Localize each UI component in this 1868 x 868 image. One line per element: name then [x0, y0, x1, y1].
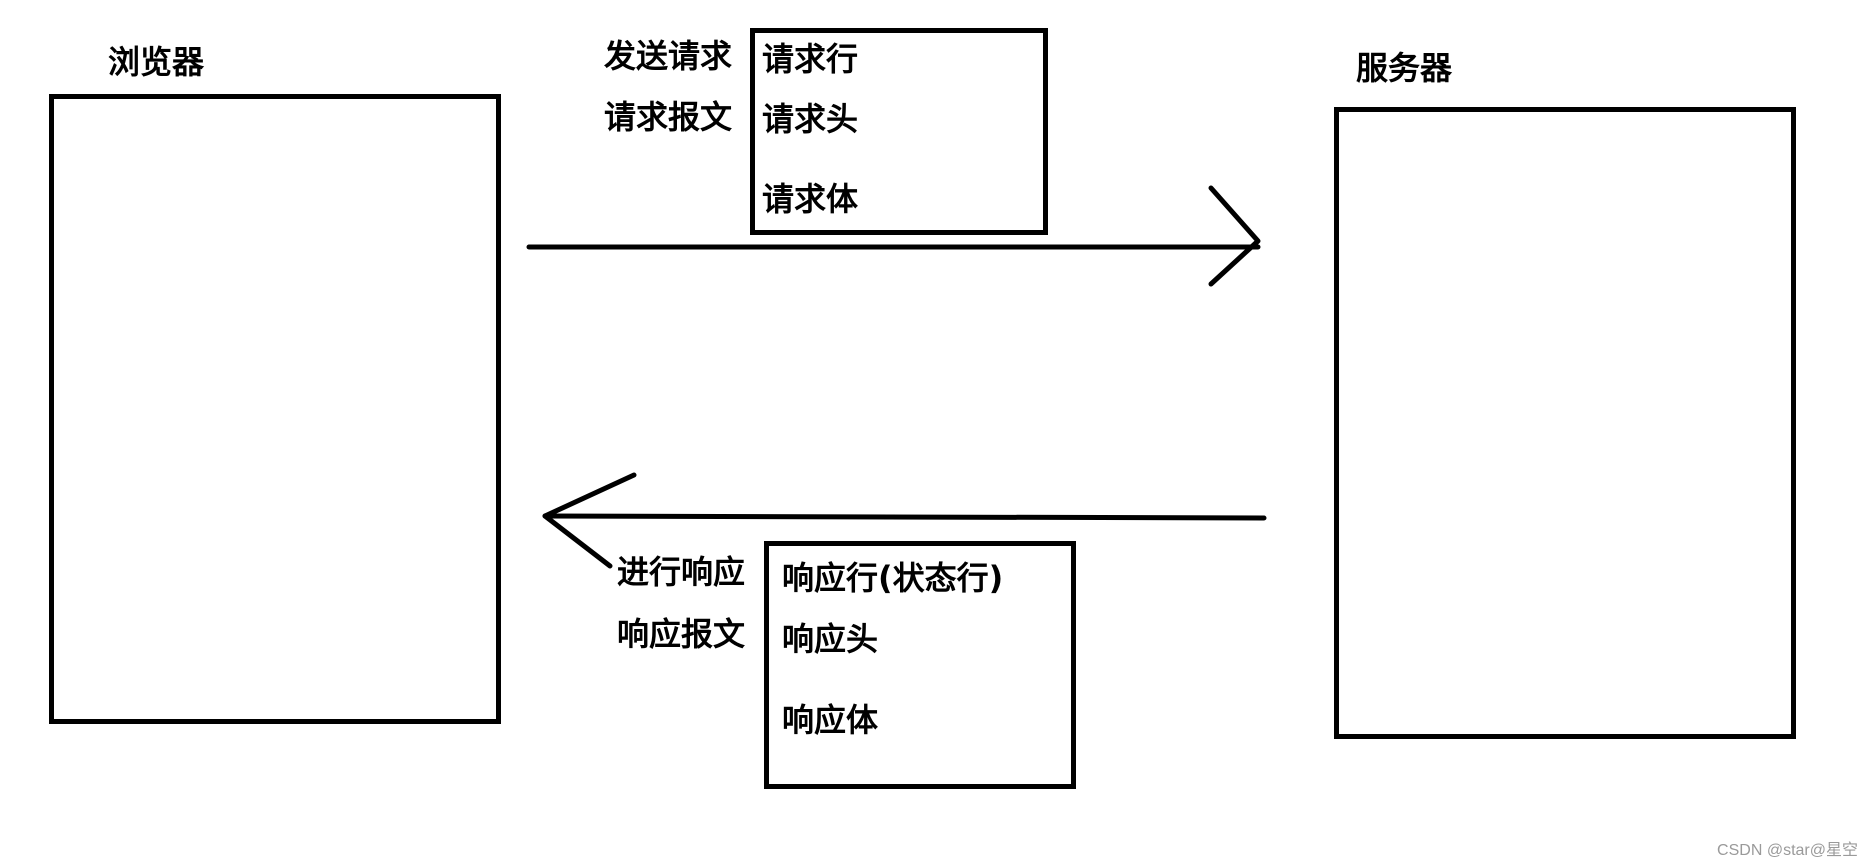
response-arrow [542, 472, 1267, 569]
watermark: CSDN @star@星空 [1717, 842, 1858, 859]
request-label-message: 请求报文 [604, 98, 733, 136]
request-message-box [750, 28, 1048, 235]
request-label-send: 发送请求 [604, 37, 733, 75]
response-label-message: 响应报文 [617, 615, 746, 653]
request-header-text: 请求头 [762, 100, 859, 138]
response-header-text: 响应头 [782, 620, 879, 658]
browser-title: 浏览器 [108, 43, 205, 81]
request-arrow-head [1208, 185, 1261, 287]
response-message-box [764, 541, 1076, 789]
request-arrow [526, 185, 1261, 287]
response-arrow-head [542, 472, 637, 569]
response-status-line-text: 响应行(状态行) [782, 559, 1004, 597]
response-body-text: 响应体 [782, 701, 879, 739]
server-box [1334, 107, 1796, 739]
server-title: 服务器 [1356, 49, 1453, 87]
request-body-text: 请求体 [762, 180, 859, 218]
request-line-text: 请求行 [762, 40, 859, 78]
browser-box [49, 94, 501, 724]
response-arrow-shaft [542, 513, 1267, 521]
response-label-respond: 进行响应 [617, 553, 746, 591]
